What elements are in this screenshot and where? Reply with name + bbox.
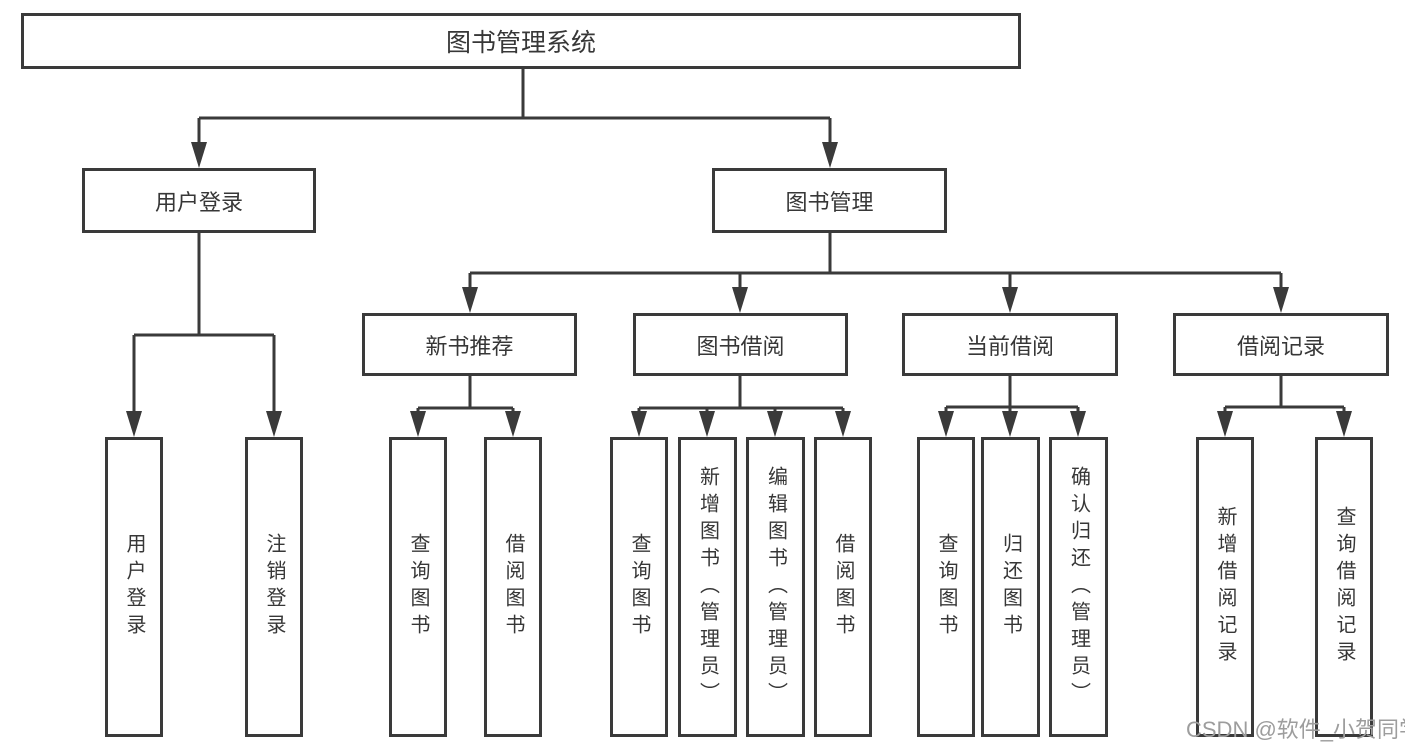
node-label: 编辑图书（管理员）: [764, 465, 787, 709]
node-label: 归还图书: [999, 533, 1022, 641]
leaf-confirm-return-admin: 确认归还（管理员）: [1049, 437, 1108, 737]
node-label: 用户登录: [123, 533, 145, 641]
arrow-down-icon: [835, 411, 851, 437]
arrow-down-icon: [1217, 411, 1233, 437]
arrow-down-icon: [1002, 411, 1018, 437]
arrow-down-icon: [1070, 411, 1086, 437]
node-user-login: 用户登录: [82, 168, 316, 233]
leaf-query-book-current: 查询图书: [917, 437, 975, 737]
leaf-add-book-admin: 新增图书（管理员）: [678, 437, 737, 737]
arrow-down-icon: [1336, 411, 1352, 437]
arrow-down-icon: [126, 411, 142, 437]
arrow-down-icon: [505, 411, 521, 437]
node-label: 查询借阅记录: [1333, 506, 1355, 668]
arrow-down-icon: [1273, 287, 1289, 313]
arrow-down-icon: [462, 287, 478, 313]
leaf-borrow-book: 借阅图书: [814, 437, 872, 737]
arrow-down-icon: [191, 142, 207, 168]
leaf-logout: 注销登录: [245, 437, 303, 737]
leaf-query-book-borrow: 查询图书: [610, 437, 668, 737]
arrow-down-icon: [631, 411, 647, 437]
arrowhead-group: [126, 142, 1352, 437]
node-label: 借阅记录: [1236, 333, 1325, 359]
connector-line-group: [132, 69, 1346, 415]
node-label: 查询图书: [628, 533, 650, 641]
node-label: 用户登录: [154, 189, 243, 215]
node-label: 确认归还（管理员）: [1067, 465, 1090, 709]
line-newbook-to-leaves: [416, 376, 515, 415]
node-label: 图书借阅: [696, 333, 785, 359]
arrow-down-icon: [699, 411, 715, 437]
node-book-management: 图书管理: [712, 168, 947, 233]
node-label: 借阅图书: [832, 533, 854, 641]
leaf-edit-book-admin: 编辑图书（管理员）: [746, 437, 805, 737]
arrow-down-icon: [822, 142, 838, 168]
node-label: 注销登录: [263, 533, 285, 641]
arrow-down-icon: [266, 411, 282, 437]
node-label: 查询图书: [935, 533, 957, 641]
node-label: 新增借阅记录: [1214, 506, 1236, 668]
node-label: 当前借阅: [965, 333, 1054, 359]
node-root-system: 图书管理系统: [21, 13, 1021, 69]
node-label: 查询图书: [407, 533, 429, 641]
line-root-to-level2: [197, 69, 832, 146]
leaf-user-login: 用户登录: [105, 437, 163, 737]
line-currentborrow-to-leaves: [944, 376, 1080, 415]
node-new-book-recommend: 新书推荐: [362, 313, 577, 376]
node-borrow-records: 借阅记录: [1173, 313, 1389, 376]
node-label: 图书管理: [785, 189, 874, 215]
line-userlogin-to-leaves: [132, 233, 276, 415]
node-current-borrow: 当前借阅: [902, 313, 1118, 376]
leaf-return-book: 归还图书: [981, 437, 1040, 737]
arrow-down-icon: [732, 287, 748, 313]
node-label: 借阅图书: [502, 533, 524, 641]
arrow-down-icon: [410, 411, 426, 437]
leaf-query-book-newrec: 查询图书: [389, 437, 447, 737]
node-book-borrow: 图书借阅: [633, 313, 848, 376]
leaf-borrow-book-newrec: 借阅图书: [484, 437, 542, 737]
leaf-query-borrow-record: 查询借阅记录: [1315, 437, 1373, 737]
line-borrowrecords-to-leaves: [1223, 376, 1346, 415]
arrow-down-icon: [1002, 287, 1018, 313]
node-label: 图书管理系统: [445, 29, 596, 57]
line-bookmgmt-to-level3: [468, 233, 1283, 291]
csdn-watermark: CSDN @软件_小贺同学: [1186, 717, 1405, 742]
arrow-down-icon: [938, 411, 954, 437]
node-label: 新书推荐: [425, 333, 514, 359]
line-bookborrow-to-leaves: [637, 376, 845, 415]
leaf-add-borrow-record: 新增借阅记录: [1196, 437, 1254, 737]
arrow-down-icon: [767, 411, 783, 437]
node-label: 新增图书（管理员）: [696, 465, 719, 709]
